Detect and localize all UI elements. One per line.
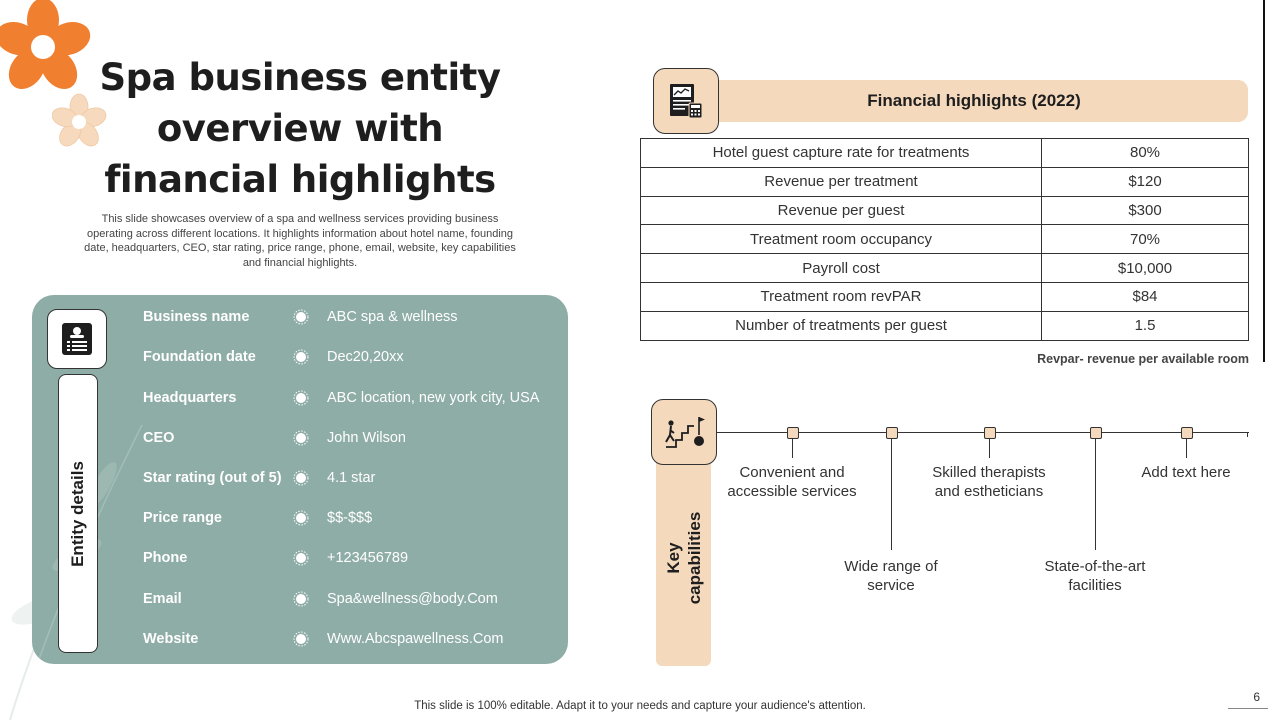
bullet-icon <box>293 470 309 486</box>
orange-flower-icon <box>0 0 91 89</box>
entity-row: Website Www.Abcspawellness.Com <box>143 628 503 650</box>
entity-key: Headquarters <box>143 390 237 406</box>
financial-note: Revpar- revenue per available room <box>1037 352 1249 366</box>
entity-value: Spa&wellness@body.Com <box>327 591 498 607</box>
value-cell: $300 <box>1041 195 1249 226</box>
metric-cell: Hotel guest capture rate for treatments <box>640 138 1042 168</box>
entity-value: $$-$$$ <box>327 510 373 526</box>
table-row: Treatment room revPAR $84 <box>640 281 1249 312</box>
entity-icon-box <box>47 309 107 369</box>
entity-key: Foundation date <box>143 349 256 365</box>
value-cell: 1.5 <box>1041 310 1249 341</box>
peach-flower-icon <box>52 93 107 147</box>
timeline-node <box>1090 427 1102 439</box>
entity-row: Headquarters ABC location, new york city… <box>143 387 539 409</box>
timeline-stem <box>1095 438 1096 550</box>
id-card-icon <box>62 323 92 355</box>
capabilities-label-line1: Key <box>664 542 683 574</box>
entity-row: Phone +123456789 <box>143 547 408 569</box>
value-cell: $10,000 <box>1041 253 1249 283</box>
entity-value: Dec20,20xx <box>327 349 404 365</box>
right-divider <box>1263 0 1265 362</box>
metric-cell: Revenue per treatment <box>640 166 1042 197</box>
metric-cell: Number of treatments per guest <box>640 310 1042 341</box>
capability-item: State-of-the-art facilities <box>1044 558 1146 594</box>
table-row: Revenue per guest $300 <box>640 195 1249 226</box>
financial-table: Hotel guest capture rate for treatments … <box>640 138 1249 341</box>
timeline-stem <box>989 438 990 458</box>
bullet-icon <box>293 631 309 647</box>
bullet-icon <box>293 550 309 566</box>
capabilities-label-bar <box>656 432 711 666</box>
entity-row: Foundation date Dec20,20xx <box>143 346 404 368</box>
table-row: Treatment room occupancy 70% <box>640 224 1249 255</box>
timeline-node <box>984 427 996 439</box>
capability-item: Add text here <box>1141 464 1231 481</box>
value-cell: $120 <box>1041 166 1249 197</box>
table-row: Revenue per treatment $120 <box>640 166 1249 197</box>
entity-key: Email <box>143 591 182 607</box>
entity-key: Phone <box>143 550 188 566</box>
timeline-node <box>787 427 799 439</box>
entity-key: Price range <box>143 510 222 526</box>
capability-item: Convenient and accessible services <box>727 464 857 500</box>
page-number: 6 <box>1253 690 1260 704</box>
value-cell: $84 <box>1041 281 1249 312</box>
entity-value: ABC spa & wellness <box>327 309 458 325</box>
metric-cell: Treatment room occupancy <box>640 224 1042 255</box>
entity-value: Www.Abcspawellness.Com <box>327 631 504 647</box>
page-title: Spa business entity overview with financ… <box>99 56 502 201</box>
bullet-icon <box>293 430 309 446</box>
table-row: Number of treatments per guest 1.5 <box>640 310 1249 341</box>
entity-key: CEO <box>143 430 175 446</box>
financial-icon-box <box>653 68 719 134</box>
entity-value: 4.1 star <box>327 470 376 486</box>
metric-cell: Revenue per guest <box>640 195 1042 226</box>
timeline-stem <box>891 438 892 550</box>
entity-label-box: Entity details <box>58 374 98 653</box>
capabilities-label-line2: capabilities <box>685 511 704 605</box>
timeline-stem <box>1186 438 1187 458</box>
capabilities-icon-box <box>651 399 717 465</box>
timeline-stem <box>792 438 793 458</box>
page-number-rule <box>1228 708 1268 709</box>
entity-row: CEO John Wilson <box>143 427 406 449</box>
entity-key: Star rating (out of 5) <box>143 470 282 486</box>
table-row: Payroll cost $10,000 <box>640 253 1249 283</box>
entity-value: +123456789 <box>327 550 409 566</box>
timeline-end-tick <box>1247 432 1248 437</box>
metric-cell: Treatment room revPAR <box>640 281 1042 312</box>
timeline-node <box>1181 427 1193 439</box>
footer-text: This slide is 100% editable. Adapt it to… <box>414 700 866 712</box>
entity-row: Email Spa&wellness@body.Com <box>143 588 498 610</box>
financial-header-bar <box>700 80 1248 122</box>
stairs-goal-icon <box>665 417 705 448</box>
entity-row: Business name ABC spa & wellness <box>143 306 458 328</box>
financial-title: Financial highlights (2022) <box>867 91 1081 110</box>
financial-report-icon <box>670 84 703 119</box>
page-subtitle: This slide showcases overview of a spa a… <box>84 213 516 269</box>
value-cell: 70% <box>1041 224 1249 255</box>
bullet-icon <box>293 510 309 526</box>
entity-row: Star rating (out of 5) 4.1 star <box>143 467 375 489</box>
capability-item: Wide range of service <box>844 558 938 594</box>
capability-item: Skilled therapists and estheticians <box>932 464 1046 500</box>
entity-key: Website <box>143 631 199 647</box>
value-cell: 80% <box>1041 138 1249 168</box>
capabilities-timeline <box>716 432 1249 433</box>
bullet-icon <box>293 349 309 365</box>
metric-cell: Payroll cost <box>640 253 1042 283</box>
bullet-icon <box>293 390 309 406</box>
capabilities-label: Key capabilities <box>663 512 705 605</box>
table-row: Hotel guest capture rate for treatments … <box>640 138 1249 168</box>
entity-value: ABC location, new york city, USA <box>327 390 540 406</box>
entity-key: Business name <box>143 309 250 325</box>
entity-value: John Wilson <box>327 430 406 446</box>
bullet-icon <box>293 309 309 325</box>
entity-label: Entity details <box>68 460 87 567</box>
timeline-node <box>886 427 898 439</box>
bullet-icon <box>293 591 309 607</box>
entity-row: Price range $$-$$$ <box>143 507 372 529</box>
